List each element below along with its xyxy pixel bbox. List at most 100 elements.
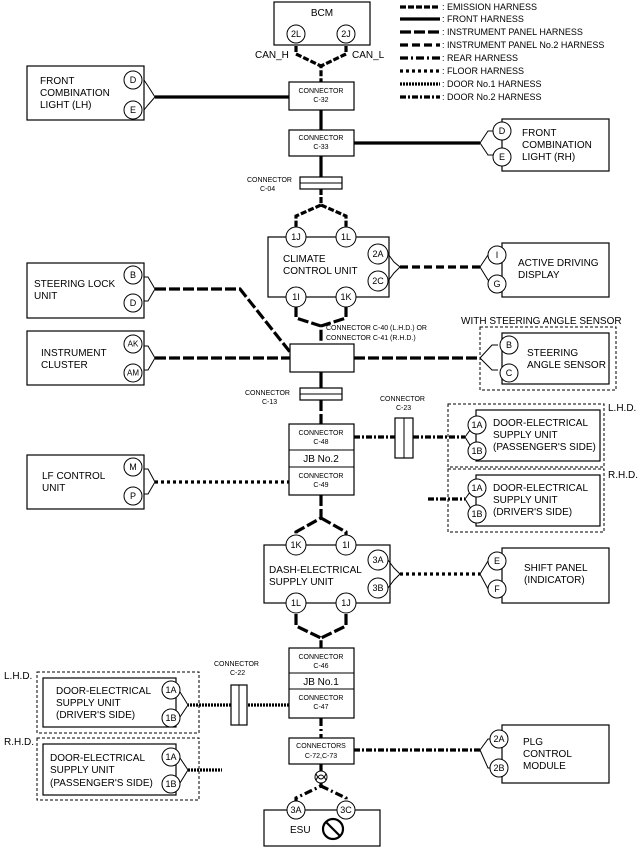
junction-box-1: CONNECTOR C-46 JB No.1 CONNECTOR C-47 bbox=[288, 647, 355, 719]
can-l-label: CAN_L bbox=[352, 50, 385, 61]
connector-c48-label: C-48 bbox=[313, 439, 328, 446]
svg-text:CLIMATE: CLIMATE bbox=[283, 254, 326, 265]
legend-label-ip: : INSTRUMENT PANEL HARNESS bbox=[442, 27, 583, 37]
svg-text:MODULE: MODULE bbox=[523, 761, 566, 772]
junction-box-2: CONNECTOR C-48 JB No.2 CONNECTOR C-49 bbox=[288, 423, 355, 496]
connector-c22: CONNECTOR C-22 bbox=[214, 661, 259, 726]
door-pass-lhd-side: L.H.D. bbox=[608, 403, 636, 414]
svg-text:CONNECTOR: CONNECTOR bbox=[299, 473, 344, 480]
wire-climate-1j bbox=[294, 189, 323, 227]
front-combo-rh-pin-d: D bbox=[499, 126, 506, 136]
svg-text:CONNECTOR: CONNECTOR bbox=[299, 695, 344, 702]
bcm-pin-2j: 2J bbox=[341, 29, 351, 39]
wire-esu-3c bbox=[320, 784, 348, 804]
twisted-pair-icon bbox=[314, 770, 328, 784]
can-h-label: CAN_H bbox=[255, 50, 289, 61]
svg-text:CONNECTOR: CONNECTOR bbox=[245, 390, 290, 397]
wire-steering-lock bbox=[155, 287, 292, 353]
jb2-label: JB No.2 bbox=[303, 454, 339, 465]
svg-text:P: P bbox=[130, 491, 136, 501]
svg-text:B: B bbox=[506, 340, 512, 350]
connector-c32: CONNECTOR C-32 bbox=[288, 81, 355, 111]
connector-c33: CONNECTOR C-33 bbox=[288, 129, 355, 157]
active-driving-display: ACTIVE DRIVING DISPLAY I G bbox=[487, 242, 610, 298]
svg-text:ACTIVE DRIVING: ACTIVE DRIVING bbox=[518, 258, 599, 269]
svg-text:3A: 3A bbox=[290, 805, 301, 815]
connector-c23-label: C-23 bbox=[396, 405, 411, 412]
connector-c13: CONNECTOR C-13 bbox=[245, 387, 343, 406]
svg-text:CONNECTOR: CONNECTOR bbox=[299, 88, 344, 95]
svg-text:CONNECTOR: CONNECTOR bbox=[299, 135, 344, 142]
svg-text:F: F bbox=[494, 584, 500, 594]
connector-c13-label: C-13 bbox=[262, 399, 277, 406]
svg-text:3C: 3C bbox=[340, 805, 352, 815]
connector-c46-label: C-46 bbox=[313, 663, 328, 670]
svg-text:I: I bbox=[496, 250, 499, 260]
svg-text:CONTROL UNIT: CONTROL UNIT bbox=[283, 266, 358, 277]
connector-c40-c41-label: CONNECTOR C-41 (R.H.D.) bbox=[326, 335, 416, 342]
svg-text:SHIFT PANEL: SHIFT PANEL bbox=[524, 563, 588, 574]
svg-text:DOOR-ELECTRICAL: DOOR-ELECTRICAL bbox=[50, 753, 145, 764]
legend-label-rear: : REAR HARNESS bbox=[442, 53, 518, 63]
svg-text:AM: AM bbox=[127, 369, 139, 378]
front-combination-light-rh: FRONT COMBINATION LIGHT (RH) D E bbox=[492, 118, 610, 172]
svg-text:3B: 3B bbox=[372, 583, 383, 593]
svg-text:1B: 1B bbox=[165, 713, 176, 723]
svg-text:(PASSENGER'S SIDE): (PASSENGER'S SIDE) bbox=[50, 778, 153, 789]
wire-bcm-can-l bbox=[320, 46, 348, 68]
svg-text:CONNECTOR: CONNECTOR bbox=[299, 654, 344, 661]
steering-angle-note: WITH STEERING ANGLE SENSOR bbox=[461, 316, 622, 327]
connector-c49-label: C-49 bbox=[313, 482, 328, 489]
climate-control-unit: CLIMATE CONTROL UNIT 1J 1L 1I 1K 2A 2C bbox=[267, 226, 401, 308]
front-combo-lh-pin-e: E bbox=[130, 105, 136, 115]
legend-label-door2: : DOOR No.2 HARNESS bbox=[442, 92, 542, 102]
svg-text:1A: 1A bbox=[471, 483, 482, 493]
bcm-title: BCM bbox=[311, 8, 333, 19]
svg-text:(PASSENGER'S SIDE): (PASSENGER'S SIDE) bbox=[493, 442, 596, 453]
plg-control-module: PLG CONTROL MODULE 2A 2B bbox=[489, 724, 610, 784]
svg-text:(INDICATOR): (INDICATOR) bbox=[524, 575, 585, 586]
legend-label-door1: : DOOR No.1 HARNESS bbox=[442, 79, 542, 89]
front-combo-lh-pin-d: D bbox=[130, 75, 137, 85]
svg-text:1L: 1L bbox=[291, 598, 301, 608]
svg-text:SUPPLY UNIT: SUPPLY UNIT bbox=[269, 577, 334, 588]
legend-label-floor: : FLOOR HARNESS bbox=[442, 66, 524, 76]
shift-panel-indicator: SHIFT PANEL (INDICATOR) E F bbox=[487, 547, 610, 604]
svg-text:FRONT: FRONT bbox=[522, 128, 556, 139]
svg-text:CONNECTOR: CONNECTOR bbox=[380, 396, 425, 403]
svg-text:1L: 1L bbox=[341, 232, 351, 242]
svg-text:(DRIVER'S SIDE): (DRIVER'S SIDE) bbox=[493, 507, 572, 518]
svg-text:SUPPLY UNIT: SUPPLY UNIT bbox=[493, 495, 558, 506]
connector-c22-label: C-22 bbox=[230, 670, 245, 677]
wire-dash-1l bbox=[294, 614, 323, 648]
svg-text:SUPPLY UNIT: SUPPLY UNIT bbox=[50, 765, 115, 776]
svg-text:1A: 1A bbox=[165, 752, 176, 762]
wire-bcm-can-h bbox=[294, 46, 323, 82]
svg-text:CONNECTORS: CONNECTORS bbox=[296, 743, 346, 750]
svg-text:D: D bbox=[130, 298, 137, 308]
svg-text:E: E bbox=[494, 556, 500, 566]
svg-text:3A: 3A bbox=[372, 555, 383, 565]
connector-c04: CONNECTOR C-04 bbox=[247, 176, 343, 193]
wire-dash-1j bbox=[320, 614, 348, 640]
svg-text:DOOR-ELECTRICAL: DOOR-ELECTRICAL bbox=[56, 686, 151, 697]
connector-c32-label: C-32 bbox=[313, 97, 328, 104]
connector-c40-c41: CONNECTOR C-40 (L.H.D.) OR CONNECTOR C-4… bbox=[289, 325, 427, 373]
svg-text:FRONT: FRONT bbox=[40, 76, 74, 87]
door-electrical-supply-driver-lhd: L.H.D. DOOR-ELECTRICAL SUPPLY UNIT (DRIV… bbox=[4, 671, 200, 734]
svg-text:LF CONTROL: LF CONTROL bbox=[42, 471, 106, 482]
connector-c72-c73: CONNECTORS C-72,C-73 bbox=[288, 737, 355, 765]
front-combination-light-lh: FRONT COMBINATION LIGHT (LH) D E bbox=[26, 65, 145, 121]
connector-c47-label: C-47 bbox=[313, 704, 328, 711]
jb1-label: JB No.1 bbox=[303, 677, 339, 688]
svg-text:CONNECTOR: CONNECTOR bbox=[299, 430, 344, 437]
svg-text:1I: 1I bbox=[292, 292, 300, 302]
svg-text:UNIT: UNIT bbox=[42, 483, 65, 494]
svg-text:SUPPLY UNIT: SUPPLY UNIT bbox=[56, 698, 121, 709]
svg-text:CONNECTOR: CONNECTOR bbox=[247, 177, 292, 184]
esu-module: ESU 3A 3C bbox=[263, 800, 381, 847]
steering-angle-sensor: WITH STEERING ANGLE SENSOR STEERING ANGL… bbox=[461, 316, 622, 391]
svg-text:1J: 1J bbox=[341, 598, 351, 608]
instrument-cluster: INSTRUMENT CLUSTER AK AM bbox=[26, 330, 145, 386]
